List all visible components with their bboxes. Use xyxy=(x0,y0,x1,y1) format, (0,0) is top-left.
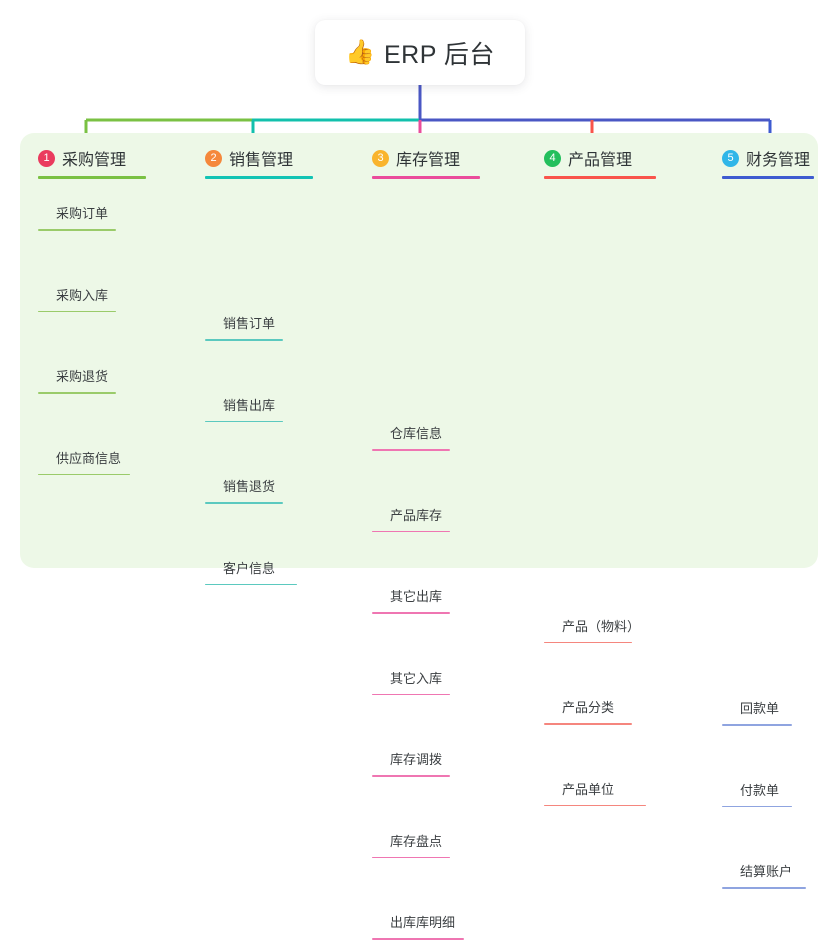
leaf-item[interactable]: 销售出库 xyxy=(205,395,839,422)
leaf-rule xyxy=(372,612,450,614)
column-header-5[interactable]: 5 财务管理 xyxy=(722,146,814,170)
leaf-label: 销售退货 xyxy=(223,479,276,494)
leaf-label: 出库库明细 xyxy=(390,915,456,930)
column-title-3: 库存管理 xyxy=(396,152,461,169)
column-rule-4 xyxy=(544,176,656,179)
leaf-label: 采购退货 xyxy=(56,369,109,384)
column-rule-2 xyxy=(205,176,313,179)
thumbs-up-icon: 👍 xyxy=(345,38,375,66)
root-node-content: 👍 ERP 后台 xyxy=(345,35,495,71)
column-title-4: 产品管理 xyxy=(568,152,633,169)
diagram-canvas: 👍 ERP 后台 1 采购管理采购订单采购入库采购退货供应商信息 2 销售管理销售订单… xyxy=(20,20,839,940)
leaf-item[interactable]: 产品库存 xyxy=(372,505,839,532)
leaf-item[interactable]: 结算账户 xyxy=(722,861,839,889)
leaf-rule xyxy=(205,339,283,341)
leaf-label: 仓库信息 xyxy=(390,426,443,441)
leaf-rule xyxy=(205,420,283,422)
leaf-label: 回款单 xyxy=(740,701,780,716)
leaf-rule xyxy=(38,473,130,475)
leaf-item[interactable]: 仓库信息 xyxy=(372,423,839,451)
modules-panel xyxy=(20,133,818,568)
leaf-item[interactable]: 产品（物料） xyxy=(544,616,839,643)
leaf-label: 其它入库 xyxy=(390,670,443,686)
leaf-item[interactable]: 供应商信息 xyxy=(38,448,839,475)
leaf-rule xyxy=(722,724,792,726)
column-2: 2 销售管理 xyxy=(205,146,313,179)
leaf-rule xyxy=(372,530,450,532)
leaf-label: 产品库存 xyxy=(390,507,443,523)
leaf-rule xyxy=(544,723,632,725)
column-badge-1: 1 xyxy=(38,149,55,167)
leaf-rule xyxy=(372,856,450,858)
column-3: 3 库存管理 xyxy=(372,146,480,179)
leaf-label: 库存调拨 xyxy=(390,752,443,767)
leaf-label: 其它出库 xyxy=(390,589,443,604)
leaf-label: 产品（物料） xyxy=(562,618,641,634)
leaf-item[interactable]: 采购入库 xyxy=(38,285,839,312)
leaf-label: 客户信息 xyxy=(223,560,276,576)
leaf-rule xyxy=(722,805,792,807)
column-header-3[interactable]: 3 库存管理 xyxy=(372,146,480,170)
leaf-label: 销售出库 xyxy=(223,397,276,413)
column-1: 1 采购管理 xyxy=(38,146,146,179)
column-badge-5: 5 xyxy=(722,149,739,167)
leaf-rule xyxy=(38,392,116,394)
leaf-item[interactable]: 付款单 xyxy=(722,780,839,807)
root-node-card[interactable]: 👍 ERP 后台 xyxy=(315,20,525,85)
leaf-item[interactable]: 客户信息 xyxy=(205,558,839,585)
leaf-rule xyxy=(38,229,116,231)
leaf-rule xyxy=(372,938,464,940)
column-title-2: 销售管理 xyxy=(229,152,294,169)
leaf-item[interactable]: 其它入库 xyxy=(372,668,839,695)
leaf-label: 采购订单 xyxy=(56,206,109,221)
leaf-item[interactable]: 销售订单 xyxy=(205,313,839,341)
root-title: ERP 后台 xyxy=(383,40,495,69)
leaf-label: 供应商信息 xyxy=(56,450,122,466)
leaf-rule xyxy=(205,502,283,504)
column-header-1[interactable]: 1 采购管理 xyxy=(38,146,146,170)
leaf-label: 销售订单 xyxy=(223,316,276,331)
leaf-item[interactable]: 采购订单 xyxy=(38,203,839,231)
column-5: 5 财务管理 xyxy=(722,146,814,179)
leaf-item[interactable]: 回款单 xyxy=(722,698,839,726)
column-badge-3: 3 xyxy=(372,149,389,167)
column-4: 4 产品管理 xyxy=(544,146,656,179)
leaf-item[interactable]: 库存调拨 xyxy=(372,749,839,777)
column-header-2[interactable]: 2 销售管理 xyxy=(205,146,313,170)
leaf-rule xyxy=(544,641,632,643)
leaf-label: 付款单 xyxy=(740,782,780,798)
leaf-item[interactable]: 采购退货 xyxy=(38,366,839,394)
column-header-4[interactable]: 4 产品管理 xyxy=(544,146,656,170)
column-rule-1 xyxy=(38,176,146,179)
leaf-rule xyxy=(544,804,646,806)
leaf-label: 库存盘点 xyxy=(390,833,443,849)
column-title-1: 采购管理 xyxy=(62,152,127,169)
leaf-rule xyxy=(372,693,450,695)
leaf-rule xyxy=(38,310,116,312)
leaf-item[interactable]: 库存盘点 xyxy=(372,831,839,858)
leaf-label: 结算账户 xyxy=(740,864,793,879)
leaf-rule xyxy=(372,775,450,777)
leaf-item[interactable]: 其它出库 xyxy=(372,586,839,614)
column-rule-3 xyxy=(372,176,480,179)
column-badge-2: 2 xyxy=(205,149,222,167)
leaf-rule xyxy=(722,887,806,889)
leaf-rule xyxy=(205,583,297,585)
column-badge-4: 4 xyxy=(544,149,561,167)
leaf-rule xyxy=(372,449,450,451)
column-title-5: 财务管理 xyxy=(746,152,811,169)
leaf-item[interactable]: 销售退货 xyxy=(205,476,839,504)
leaf-label: 采购入库 xyxy=(56,287,109,303)
leaf-item[interactable]: 出库库明细 xyxy=(372,912,839,940)
column-rule-5 xyxy=(722,176,814,179)
